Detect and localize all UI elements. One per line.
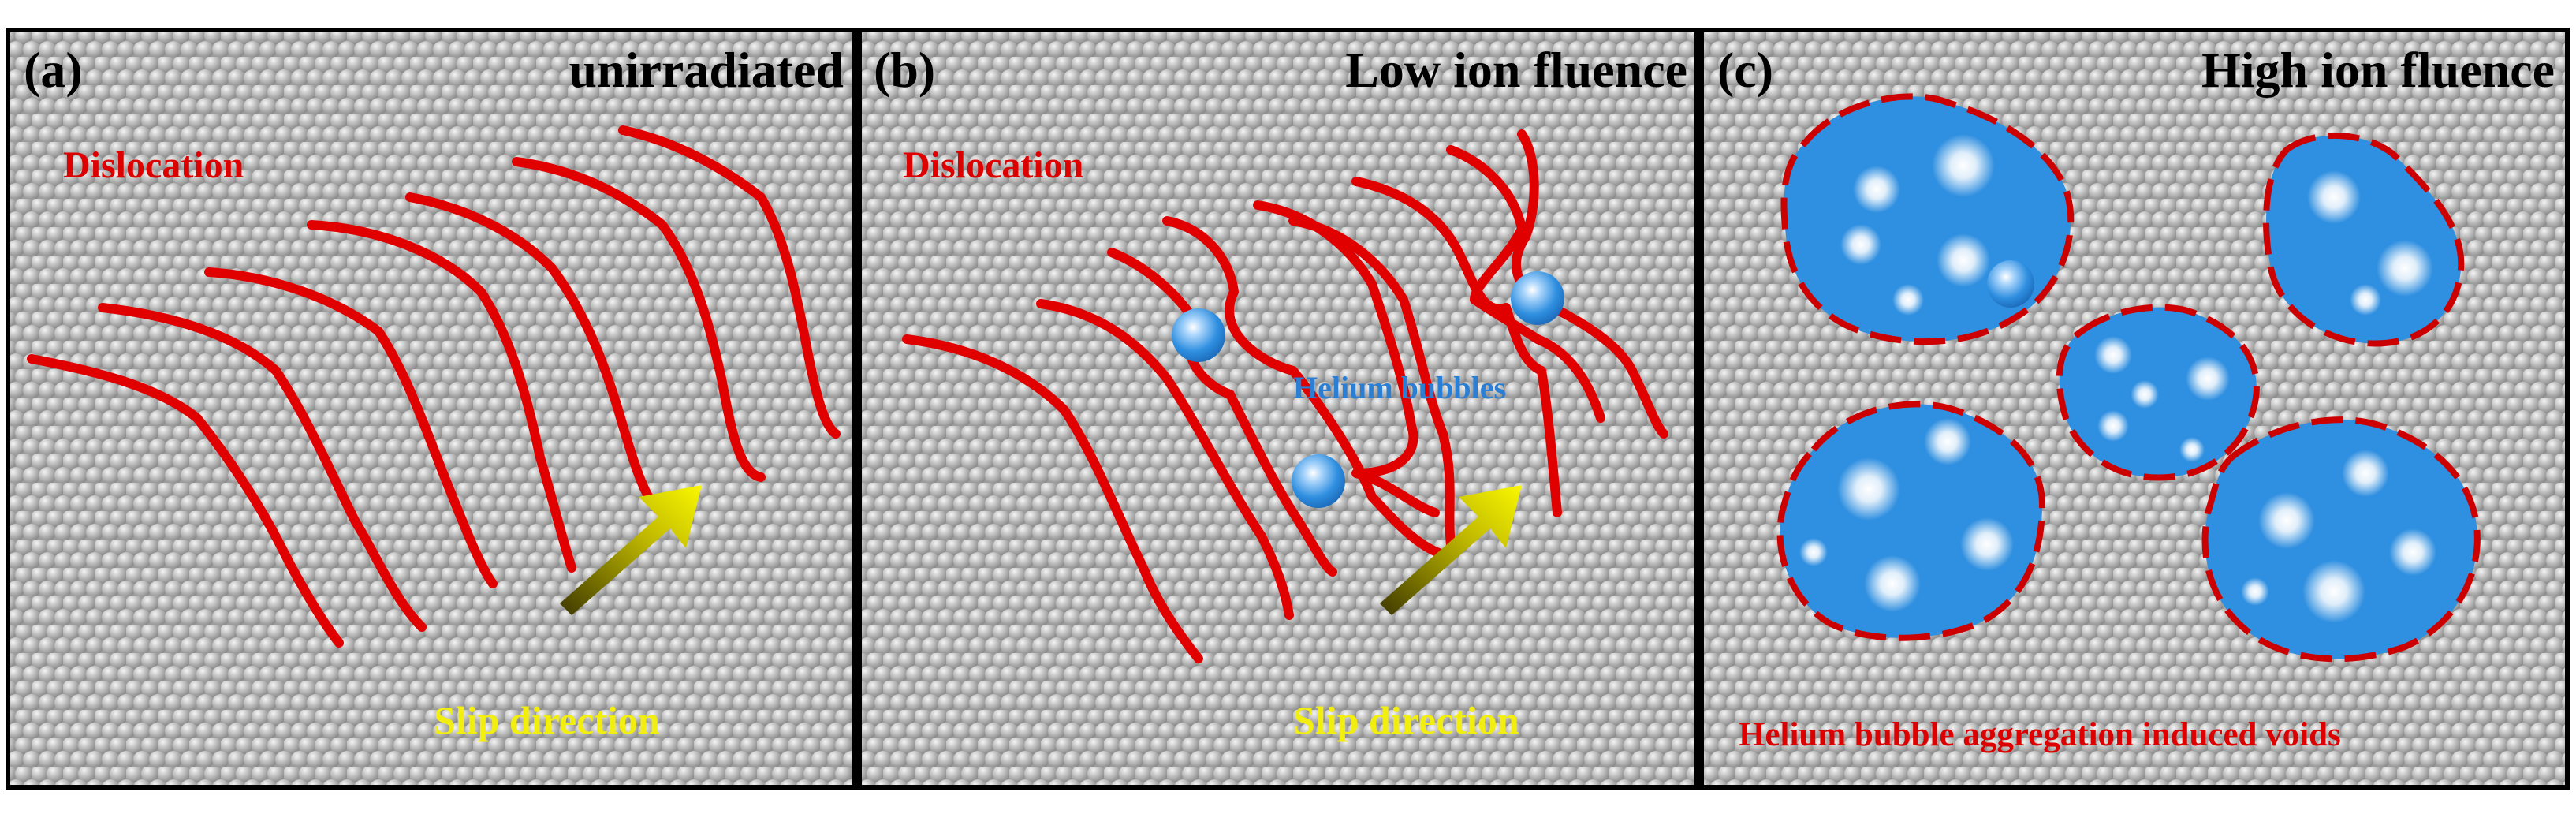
panel-a-border [6,28,857,790]
dislocation-line [405,192,667,517]
panel-c-title: High ion fluence [2201,42,2555,98]
panel-a-slip-label: Slip direction [434,698,660,742]
slip-arrow-a [560,485,702,615]
panel-b-dislocation-label: Dislocation [903,144,1083,186]
panel-c-void-label: Helium bubble aggregation induced voids [1739,716,2341,753]
panel-b-slip-label: Slip direction [1293,698,1519,742]
dislocation-line [27,354,344,648]
void-cluster [2056,304,2260,481]
helium-bubble [1172,308,1225,362]
void-cluster [1780,93,2075,345]
panel-b-bubbles [1172,271,1564,508]
dislocation-line [1288,216,1456,549]
dislocation-line [902,334,1203,663]
dislocation-line [98,303,427,632]
dislocation-line [1253,200,1440,517]
helium-bubble [1292,454,1345,508]
slip-arrow-b [1380,485,1522,615]
dislocation-line [307,220,576,573]
panel-b-helium-label: Helium bubbles [1293,370,1506,405]
panel-c-letter: (c) [1717,42,1773,98]
panel-a-dislocation-label: Dislocation [63,144,244,186]
panel-b-letter: (b) [874,42,935,98]
void-cluster [2201,416,2481,663]
dislocation-line [204,267,498,588]
dislocation-line [1446,145,1605,423]
panel-a-letter: (a) [24,42,83,98]
dislocation-line [1036,299,1294,620]
panel-b-title: Low ion fluence [1345,42,1687,98]
void-cluster [1776,401,2046,641]
void-cluster [2263,132,2465,347]
helium-bubble [1511,271,1564,325]
panel-b-background [859,30,1697,787]
panel-a-dislocations [27,125,841,648]
panel-c-border [1699,28,2570,790]
panel-b-border [857,28,1699,790]
dislocation-line [618,125,841,439]
dislocation-line [1351,177,1562,517]
panel-c-voids [1776,93,2481,663]
panel-a-background [8,30,855,787]
dislocation-line [1107,248,1337,577]
panel-a-title: unirradiated [569,42,844,98]
dislocation-line [1162,216,1456,561]
dislocation-line [512,157,766,482]
